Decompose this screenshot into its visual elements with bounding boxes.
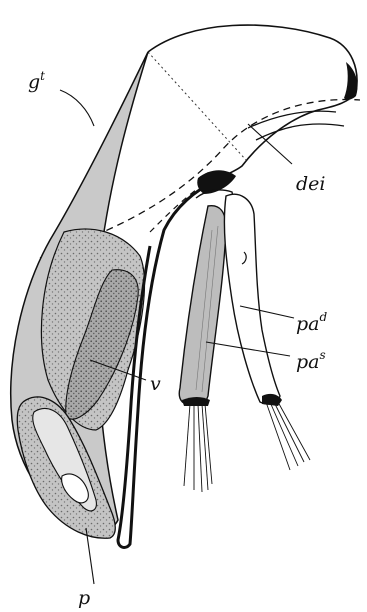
label-pa-s: pas xyxy=(296,348,326,373)
palp-segment-s xyxy=(179,206,226,405)
label-v: v xyxy=(150,373,161,395)
palp-s-bristles xyxy=(184,404,212,492)
label-pa-d: pad xyxy=(296,310,328,335)
label-dei: dei xyxy=(296,173,325,195)
label-p: p xyxy=(78,587,90,609)
palp-segment-d xyxy=(224,194,280,404)
head-capsule-outline xyxy=(148,25,357,190)
label-gt: gt xyxy=(28,69,45,93)
leader-gt xyxy=(60,90,94,126)
palp-d-bristles xyxy=(266,402,310,470)
